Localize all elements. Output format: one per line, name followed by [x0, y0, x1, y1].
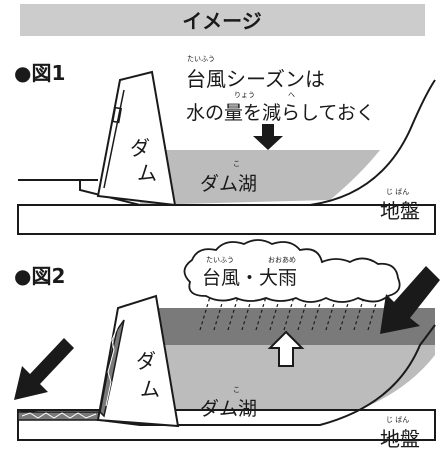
up-arrow-icon: [267, 330, 305, 367]
lake-water-1: [140, 150, 380, 205]
lake-label-1: ダム湖: [200, 173, 257, 195]
figure-2-label: ●図2: [14, 264, 65, 288]
figure-1: ●図1 ダ ム たいふう 台風シーズンは りょう へ 水の量を減らしておく こ …: [14, 55, 436, 235]
cloud-text: 台風・大雨: [202, 267, 297, 289]
ground-label-2: 地盤: [380, 427, 420, 451]
ground-label-1: 地盤: [380, 199, 420, 223]
dam-label-1-part-2: ム: [137, 161, 157, 185]
cloud-icon: [183, 239, 401, 303]
header-bar: [20, 4, 425, 36]
rain-icon: [199, 289, 381, 331]
dam-label-1-part-1: ダ: [130, 136, 150, 160]
lake-water-dark-2: [135, 308, 435, 345]
spillway-wave-2: [105, 325, 119, 407]
down-arrow-icon: [253, 124, 283, 150]
inflow-arrow-icon: [380, 266, 440, 334]
downstream-wave-2: [21, 412, 97, 419]
dam-window-1: [111, 106, 123, 124]
figure-2: ●図2 たいふう おおあめ 台風・大雨 ダ ム: [14, 239, 440, 451]
ground-line-2: [17, 324, 436, 426]
dam-face-line-1: [103, 89, 125, 189]
dam-label-2-part-1: ダ: [136, 349, 156, 373]
caption-ruby-2a: りょう: [234, 91, 255, 99]
figure-1-label: ●図1: [14, 61, 65, 85]
lake-label-2: ダム湖: [200, 398, 257, 420]
bedrock-1: [17, 204, 436, 235]
header-title: イメージ: [182, 9, 262, 33]
ground-line-1: [18, 79, 436, 206]
lake-ruby-1: こ: [233, 160, 240, 168]
cloud-ruby-2: おおあめ: [268, 256, 296, 264]
dam-label-2-part-2: ム: [140, 377, 160, 401]
lake-ruby-2: こ: [233, 386, 240, 394]
lake-water-light-2: [140, 345, 435, 425]
outflow-arrow-icon: [14, 338, 74, 400]
cloud-ruby-1: たいふう: [206, 256, 234, 264]
caption-line-1: 台風シーズンは: [186, 67, 325, 91]
ground-ruby-2: じ ばん: [386, 415, 409, 424]
caption-line-2: 水の量を減らしておく: [186, 102, 375, 124]
caption-ruby-1: たいふう: [187, 55, 215, 63]
spillway-flow-2: [99, 319, 125, 418]
ground-ruby-1: じ ばん: [386, 187, 409, 196]
caption-ruby-2b: へ: [288, 91, 295, 99]
